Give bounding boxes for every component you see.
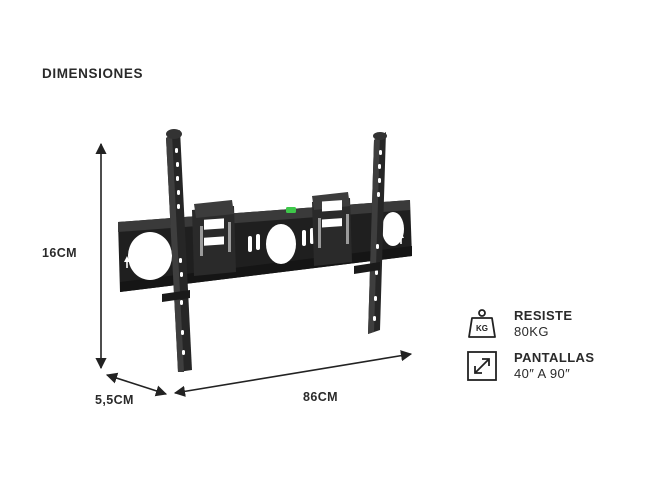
level-bubble <box>286 207 296 213</box>
vertical-arm-right <box>354 132 387 334</box>
spec-screens: PANTALLAS 40″ A 90″ <box>466 348 656 388</box>
width-label: 86CM <box>303 390 338 404</box>
depth-arrow <box>105 372 168 397</box>
vertical-arm-left <box>162 129 192 372</box>
diagonal-expand-icon <box>467 351 497 381</box>
spec-weight-value: 80KG <box>514 324 549 339</box>
width-arrow <box>173 350 413 397</box>
weight-kg-icon: KG <box>468 309 496 338</box>
spec-screens-value: 40″ A 90″ <box>514 366 571 381</box>
weight-icon-text: KG <box>476 324 488 333</box>
wall-plate <box>118 200 412 292</box>
section-title: DIMENSIONES <box>42 66 144 81</box>
depth-label: 5,5CM <box>95 393 134 407</box>
bracket-left <box>192 200 236 276</box>
bracket-right <box>312 192 352 266</box>
spec-weight: KG RESISTE 80KG <box>466 306 656 346</box>
spec-weight-title: RESISTE <box>514 308 573 323</box>
height-label: 16CM <box>42 246 77 260</box>
spec-screens-title: PANTALLAS <box>514 350 595 365</box>
